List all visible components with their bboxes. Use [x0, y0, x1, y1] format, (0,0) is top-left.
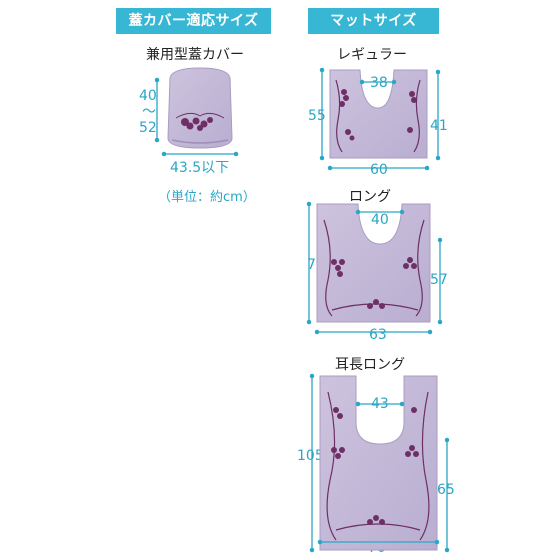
- lid-width: 43.5以下: [170, 160, 230, 176]
- mat-name-extra-long: 耳長ロング: [335, 357, 405, 373]
- mat-name-long: ロング: [349, 189, 391, 205]
- mat-size-header: マットサイズ: [308, 8, 439, 34]
- lid-cover-size-header: 蓋カバー適応サイズ: [116, 8, 271, 34]
- lid-height-sep: 〜: [142, 104, 156, 120]
- mat-extra-long-image: [319, 375, 438, 551]
- mat-regular-image: [329, 69, 428, 159]
- lid-cover-title: 兼用型蓋カバー: [146, 47, 244, 63]
- mat-long-top-width: 40: [371, 212, 389, 228]
- lid-dimension-lines: [154, 77, 239, 157]
- mat-extra-long-dimension-lines: [309, 373, 450, 553]
- mat-long-image: [316, 203, 431, 323]
- lid-height-min: 40: [139, 88, 157, 104]
- lid-cover-image: [167, 67, 233, 149]
- lid-height-max: 52: [139, 120, 157, 136]
- mat-regular-dimension-lines: [319, 67, 441, 171]
- mat-name-regular: レギュラー: [337, 47, 407, 63]
- unit-note: （単位：約cm）: [158, 190, 256, 205]
- mat-long-dimension-lines: [306, 201, 443, 335]
